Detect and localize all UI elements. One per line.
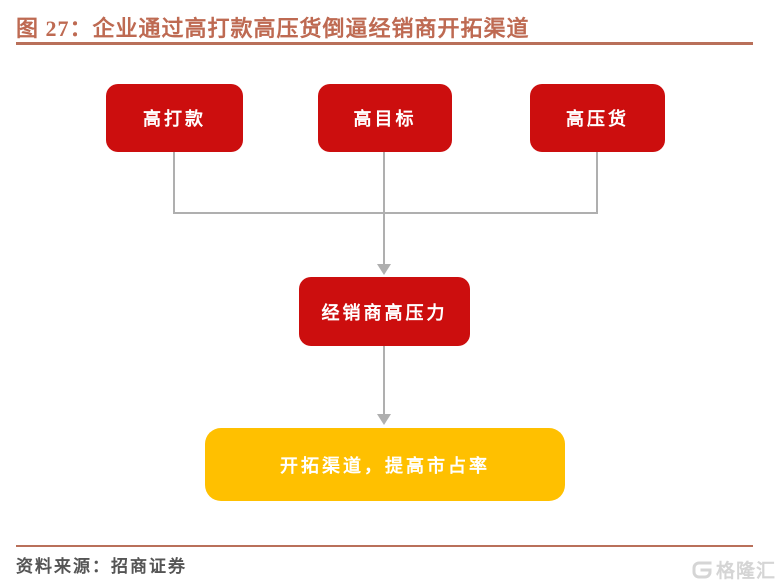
flow-box-label: 开拓渠道，提高市占率: [280, 455, 490, 476]
flow-box-label: 经销商高压力: [321, 302, 448, 323]
connector-center-vertical: [383, 152, 385, 266]
bottom-rule: [16, 545, 753, 547]
connector-horizontal: [173, 212, 598, 214]
flow-box-high-pressure-goods: 高压货: [530, 84, 665, 152]
flow-box-result: 开拓渠道，提高市占率: [205, 428, 565, 501]
flow-box-high-target: 高目标: [318, 84, 452, 152]
title-underline: [16, 42, 753, 45]
flow-box-high-prepayment: 高打款: [106, 84, 243, 152]
flow-box-label: 高打款: [143, 109, 206, 129]
flow-box-label: 高压货: [566, 109, 629, 129]
flow-box-distributor-pressure: 经销商高压力: [299, 277, 470, 346]
gelonghui-g-icon: [690, 558, 714, 582]
gelonghui-watermark: 格隆汇: [690, 556, 776, 583]
connector-left-vertical: [173, 152, 175, 214]
flow-box-label: 高目标: [353, 109, 417, 129]
watermark-brand-text: 格隆汇: [715, 561, 776, 582]
connector-right-vertical: [596, 152, 598, 214]
arrow-down-icon: [377, 264, 391, 275]
connector-lower-vertical: [383, 346, 385, 416]
figure-title: 图 27：企业通过高打款高压货倒逼经销商开拓渠道: [16, 16, 530, 41]
source-caption: 资料来源：招商证券: [16, 557, 187, 576]
arrow-down-icon: [377, 414, 391, 425]
